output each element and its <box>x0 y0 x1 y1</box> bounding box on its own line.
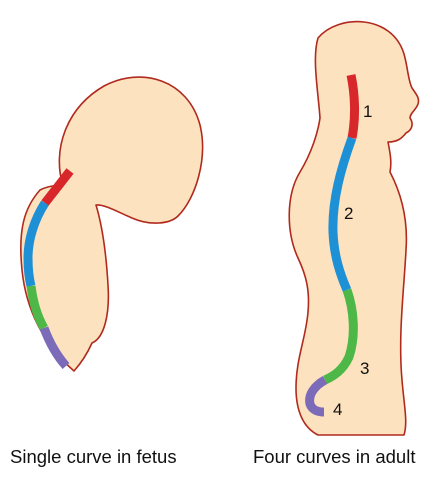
curve-label-3: 3 <box>360 359 369 378</box>
fetus-caption: Single curve in fetus <box>10 446 177 468</box>
curve-label-1: 1 <box>363 102 372 121</box>
curve-label-2: 2 <box>344 204 353 223</box>
adult-figure: 1 2 3 4 <box>289 22 418 435</box>
fetus-figure <box>21 77 203 371</box>
adult-spine-cervical <box>351 75 355 138</box>
curve-label-4: 4 <box>333 400 342 419</box>
adult-caption: Four curves in adult <box>253 446 415 468</box>
